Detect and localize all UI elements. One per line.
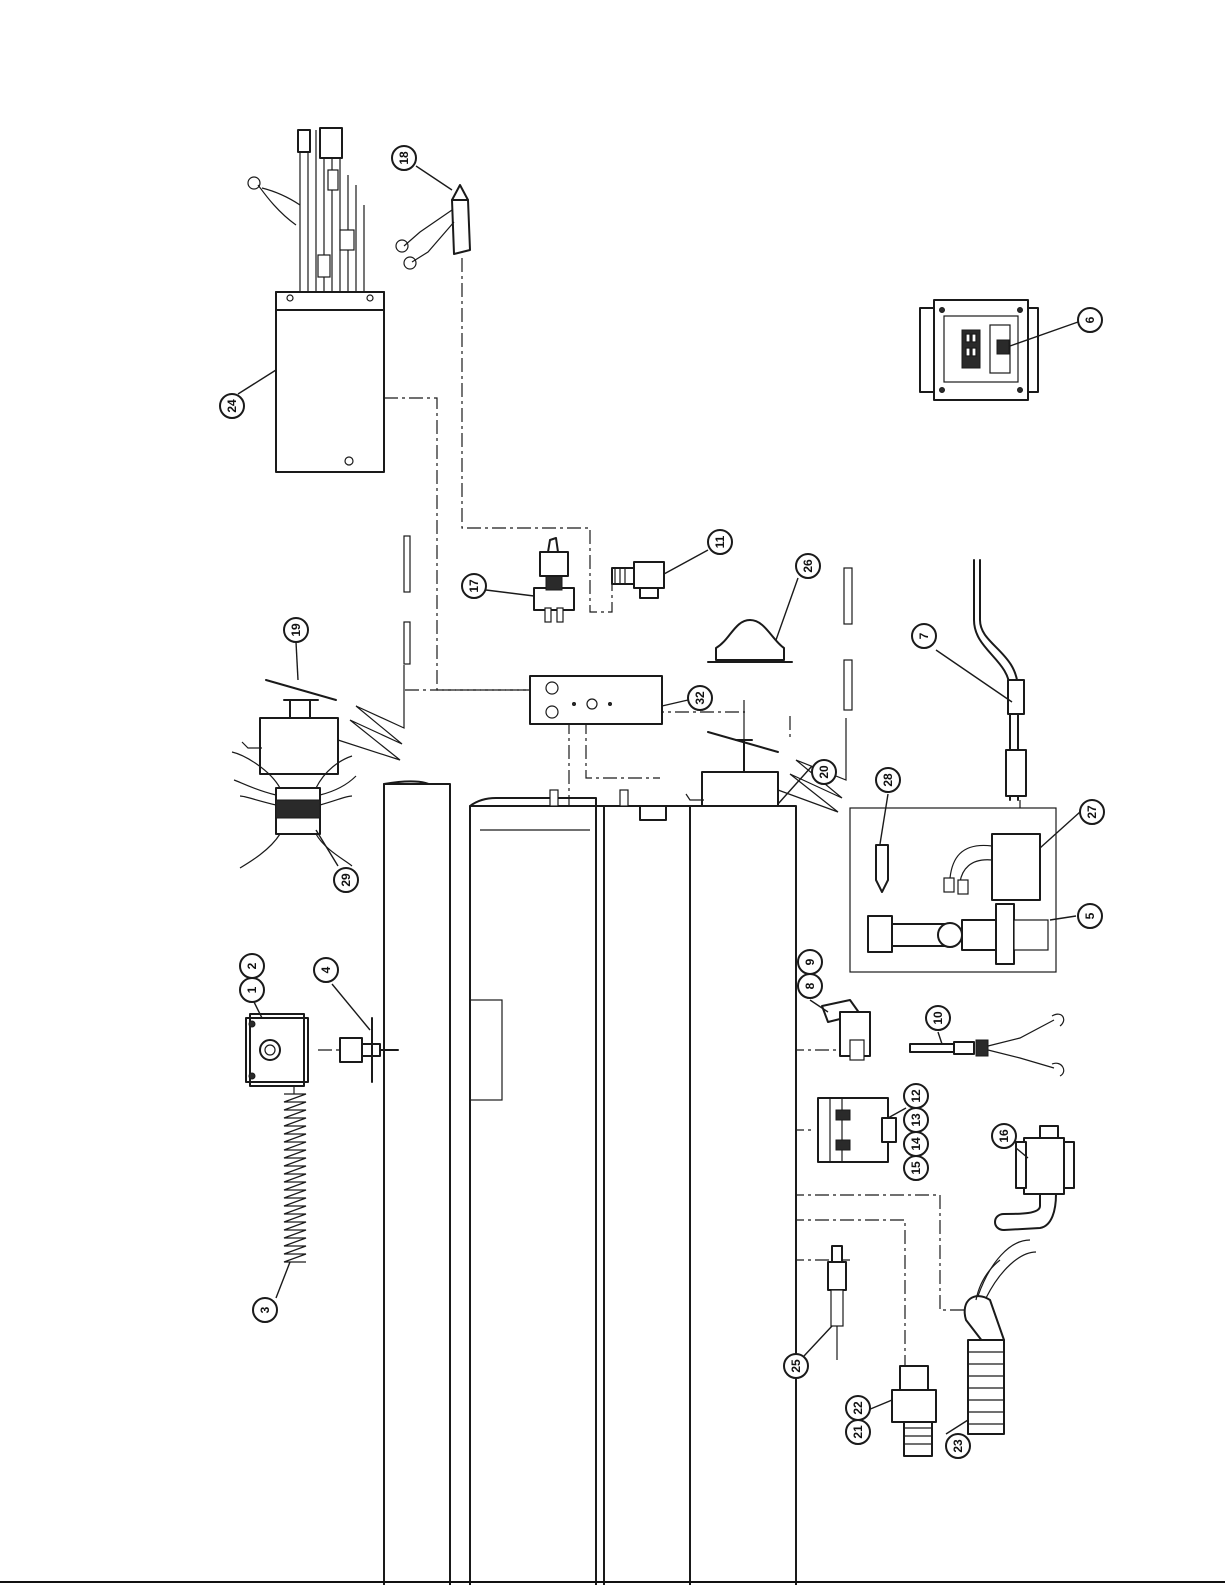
svg-text:5: 5 (1083, 912, 1097, 919)
callout-6: 6 (1078, 308, 1102, 332)
svg-text:22: 22 (851, 1401, 865, 1415)
callout-12: 12 (904, 1084, 928, 1108)
gas-valve (822, 1000, 870, 1060)
temperature-probe (828, 1246, 846, 1360)
page-bottom-rule (0, 1581, 1225, 1583)
pressure-fitting (892, 1366, 936, 1456)
callout-21: 21 (846, 1420, 870, 1444)
callout-25: 25 (784, 1354, 808, 1378)
callout-5: 5 (1078, 904, 1102, 928)
cabinet-body (384, 781, 796, 1585)
callout-18: 18 (392, 146, 416, 170)
callout-23: 23 (946, 1434, 970, 1458)
svg-text:6: 6 (1083, 316, 1097, 323)
callout-10: 10 (926, 1006, 950, 1030)
dome-cap (708, 620, 792, 662)
callout-29: 29 (334, 868, 358, 892)
callout-3: 3 (253, 1298, 277, 1322)
callout-32: 32 (688, 686, 712, 710)
svg-text:4: 4 (319, 966, 333, 973)
svg-text:20: 20 (817, 765, 831, 779)
callout-28: 28 (876, 768, 900, 792)
svg-text:19: 19 (289, 623, 303, 637)
callout-20: 20 (812, 760, 836, 784)
coil-spring (284, 1094, 306, 1262)
svg-text:25: 25 (789, 1359, 803, 1373)
svg-text:3: 3 (258, 1306, 272, 1313)
svg-text:32: 32 (693, 691, 707, 705)
svg-text:11: 11 (713, 535, 727, 548)
toggle-switch (534, 538, 574, 622)
svg-text:8: 8 (803, 982, 817, 989)
svg-text:12: 12 (909, 1089, 923, 1103)
callout-26: 26 (796, 554, 820, 578)
svg-text:24: 24 (225, 399, 239, 413)
svg-text:17: 17 (467, 579, 481, 593)
control-box-assembly (248, 128, 384, 472)
callout-27: 27 (1080, 800, 1104, 824)
svg-text:18: 18 (397, 151, 411, 165)
callout-11: 11 (708, 530, 732, 554)
callout-24: 24 (220, 394, 244, 418)
svg-text:9: 9 (803, 958, 817, 965)
terminal-junction-box (920, 300, 1038, 400)
svg-text:16: 16 (997, 1129, 1011, 1143)
callout-13: 13 (904, 1108, 928, 1132)
callout-7: 7 (912, 624, 936, 648)
ignition-group (850, 808, 1056, 972)
flexible-conduit (965, 1240, 1036, 1434)
svg-text:14: 14 (909, 1137, 923, 1151)
callout-16: 16 (992, 1124, 1016, 1148)
pilot-housing (246, 1014, 308, 1086)
elbow-tube (974, 560, 1026, 800)
callout-17: 17 (462, 574, 486, 598)
svg-text:15: 15 (909, 1161, 923, 1175)
thermostat-upper (242, 536, 410, 774)
callout-15: 15 (904, 1156, 928, 1180)
svg-text:27: 27 (1085, 805, 1099, 819)
callout-19: 19 (284, 618, 308, 642)
svg-text:23: 23 (951, 1439, 965, 1453)
callout-14: 14 (904, 1132, 928, 1156)
indicator-lamp (396, 185, 470, 269)
pump-motor (818, 1098, 896, 1162)
callout-22: 22 (846, 1396, 870, 1420)
svg-text:10: 10 (931, 1011, 945, 1025)
valve-fitting (612, 562, 664, 598)
svg-text:1: 1 (245, 986, 259, 993)
svg-text:13: 13 (909, 1113, 923, 1127)
callout-4: 4 (314, 958, 338, 982)
callout-9: 9 (798, 950, 822, 974)
callout-8: 8 (798, 974, 822, 998)
svg-text:28: 28 (881, 773, 895, 787)
svg-text:2: 2 (245, 962, 259, 969)
svg-text:7: 7 (917, 632, 931, 639)
svg-text:29: 29 (339, 873, 353, 887)
callout-1: 1 (240, 978, 264, 1002)
mounting-bracket (530, 676, 662, 724)
svg-text:26: 26 (801, 559, 815, 573)
svg-text:21: 21 (851, 1425, 865, 1439)
callout-2: 2 (240, 954, 264, 978)
